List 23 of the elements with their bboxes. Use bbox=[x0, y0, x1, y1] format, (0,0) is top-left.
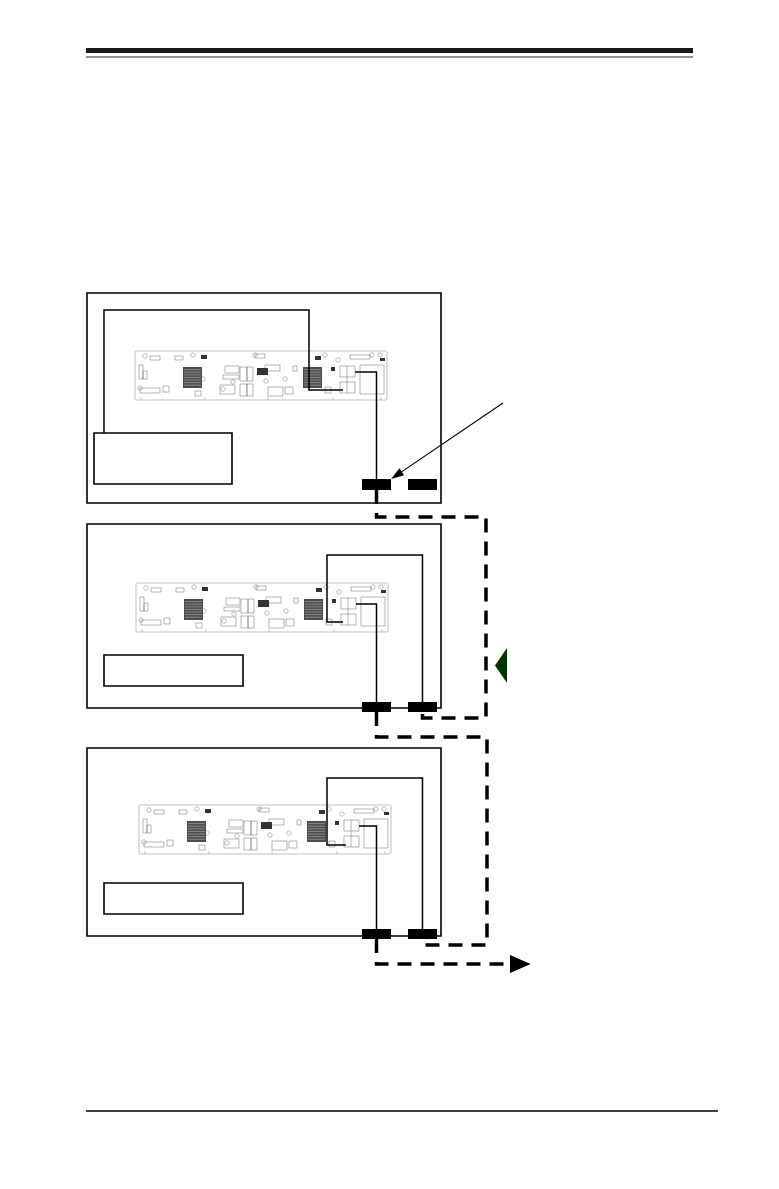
cable-line bbox=[375, 853, 378, 930]
frame-box bbox=[86, 523, 442, 709]
empty-box bbox=[103, 882, 244, 915]
connector-block bbox=[408, 479, 437, 490]
connector-block bbox=[408, 929, 437, 939]
connector-block bbox=[362, 479, 391, 490]
empty-box bbox=[93, 432, 233, 485]
board-drawing bbox=[138, 804, 392, 855]
board-drawing bbox=[134, 350, 388, 401]
connector-block bbox=[362, 929, 391, 939]
dashed-cable bbox=[374, 712, 489, 947]
dashed-cable bbox=[374, 490, 488, 720]
empty-box bbox=[103, 654, 244, 687]
frame-box bbox=[86, 747, 442, 937]
connector-block bbox=[408, 702, 437, 712]
cable-line bbox=[326, 777, 424, 930]
cable-line bbox=[103, 309, 310, 434]
cable-line bbox=[375, 399, 378, 480]
cable-line bbox=[375, 631, 378, 703]
board-drawing bbox=[135, 582, 389, 633]
frame-box bbox=[86, 292, 442, 504]
connector-block bbox=[362, 702, 391, 712]
cable-line bbox=[326, 554, 424, 703]
